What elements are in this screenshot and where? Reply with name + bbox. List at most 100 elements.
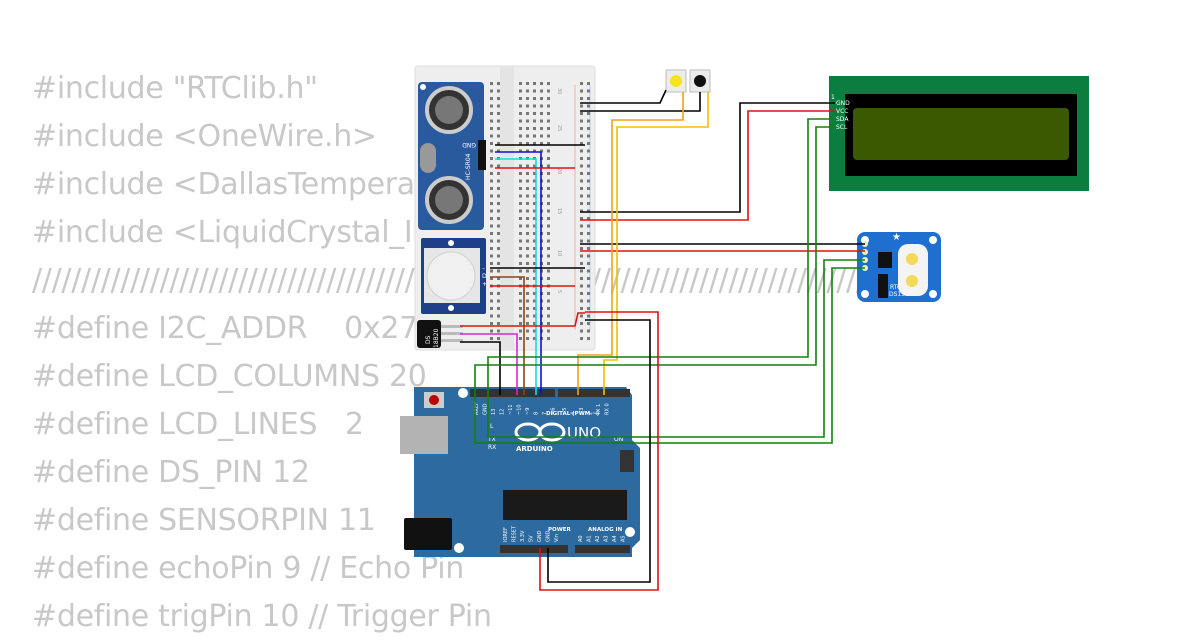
breadboard-hole[interactable] xyxy=(497,134,500,138)
breadboard-hole[interactable] xyxy=(580,307,583,310)
breadboard-hole[interactable] xyxy=(519,314,522,318)
breadboard-hole[interactable] xyxy=(547,269,550,273)
breadboard-hole[interactable] xyxy=(490,307,493,310)
push-button-yellow[interactable] xyxy=(665,69,687,93)
breadboard-hole[interactable] xyxy=(547,104,550,108)
breadboard-hole[interactable] xyxy=(519,269,522,273)
breadboard-hole[interactable] xyxy=(490,164,493,168)
breadboard-hole[interactable] xyxy=(533,307,536,310)
breadboard-hole[interactable] xyxy=(490,97,493,100)
breadboard-hole[interactable] xyxy=(580,217,583,220)
breadboard-hole[interactable] xyxy=(580,239,583,243)
breadboard-hole[interactable] xyxy=(587,269,590,273)
breadboard-hole[interactable] xyxy=(519,119,522,123)
breadboard-hole[interactable] xyxy=(519,247,522,250)
breadboard-hole[interactable] xyxy=(497,307,500,310)
breadboard-hole[interactable] xyxy=(533,127,536,130)
breadboard-hole[interactable] xyxy=(497,142,500,145)
breadboard-hole[interactable] xyxy=(519,224,522,228)
breadboard-hole[interactable] xyxy=(497,127,500,130)
breadboard-hole[interactable] xyxy=(519,292,522,295)
breadboard-hole[interactable] xyxy=(490,149,493,153)
breadboard-hole[interactable] xyxy=(526,202,529,205)
breadboard-hole[interactable] xyxy=(526,172,529,175)
breadboard-hole[interactable] xyxy=(533,209,536,213)
breadboard-hole[interactable] xyxy=(497,254,500,258)
breadboard-hole[interactable] xyxy=(490,172,493,175)
breadboard-hole[interactable] xyxy=(519,202,522,205)
breadboard-hole[interactable] xyxy=(519,209,522,213)
breadboard-hole[interactable] xyxy=(490,232,493,235)
breadboard-hole[interactable] xyxy=(526,262,529,265)
breadboard-hole[interactable] xyxy=(519,142,522,145)
breadboard-hole[interactable] xyxy=(587,172,590,175)
breadboard-hole[interactable] xyxy=(547,97,550,100)
breadboard-hole[interactable] xyxy=(533,224,536,228)
breadboard-hole[interactable] xyxy=(547,314,550,318)
breadboard-hole[interactable] xyxy=(497,172,500,175)
breadboard-hole[interactable] xyxy=(580,142,583,145)
breadboard-hole[interactable] xyxy=(547,134,550,138)
breadboard-hole[interactable] xyxy=(519,194,522,198)
breadboard-hole[interactable] xyxy=(580,194,583,198)
breadboard-hole[interactable] xyxy=(497,337,500,340)
breadboard-hole[interactable] xyxy=(490,277,493,280)
breadboard-hole[interactable] xyxy=(540,127,543,130)
breadboard-hole[interactable] xyxy=(547,149,550,153)
breadboard-hole[interactable] xyxy=(540,142,543,145)
breadboard-hole[interactable] xyxy=(547,157,550,160)
breadboard-hole[interactable] xyxy=(519,164,522,168)
pir-sensor[interactable]: – D + xyxy=(421,238,487,314)
breadboard-hole[interactable] xyxy=(526,179,529,183)
breadboard-hole[interactable] xyxy=(526,337,529,340)
breadboard-hole[interactable] xyxy=(587,209,590,213)
breadboard-hole[interactable] xyxy=(490,127,493,130)
breadboard-hole[interactable] xyxy=(580,314,583,318)
breadboard-hole[interactable] xyxy=(580,299,583,303)
breadboard-hole[interactable] xyxy=(580,89,583,93)
breadboard-hole[interactable] xyxy=(547,187,550,190)
breadboard-hole[interactable] xyxy=(533,149,536,153)
breadboard-hole[interactable] xyxy=(490,187,493,190)
breadboard-hole[interactable] xyxy=(587,262,590,265)
breadboard-hole[interactable] xyxy=(490,247,493,250)
breadboard-hole[interactable] xyxy=(547,179,550,183)
breadboard-hole[interactable] xyxy=(587,187,590,190)
breadboard-hole[interactable] xyxy=(533,97,536,100)
breadboard-hole[interactable] xyxy=(547,209,550,213)
breadboard-hole[interactable] xyxy=(533,217,536,220)
breadboard-hole[interactable] xyxy=(547,247,550,250)
breadboard-hole[interactable] xyxy=(490,134,493,138)
breadboard-hole[interactable] xyxy=(490,209,493,213)
breadboard-hole[interactable] xyxy=(519,262,522,265)
breadboard-hole[interactable] xyxy=(547,224,550,228)
breadboard-hole[interactable] xyxy=(547,142,550,145)
breadboard-hole[interactable] xyxy=(519,89,522,93)
breadboard-hole[interactable] xyxy=(497,82,500,85)
breadboard-hole[interactable] xyxy=(526,329,529,333)
breadboard-hole[interactable] xyxy=(533,134,536,138)
breadboard-hole[interactable] xyxy=(547,89,550,93)
breadboard-hole[interactable] xyxy=(533,172,536,175)
breadboard-hole[interactable] xyxy=(497,179,500,183)
breadboard-hole[interactable] xyxy=(547,277,550,280)
breadboard-hole[interactable] xyxy=(526,82,529,85)
breadboard-hole[interactable] xyxy=(526,187,529,190)
breadboard-hole[interactable] xyxy=(587,127,590,130)
breadboard-hole[interactable] xyxy=(519,277,522,280)
breadboard-hole[interactable] xyxy=(497,232,500,235)
breadboard-hole[interactable] xyxy=(526,224,529,228)
breadboard-hole[interactable] xyxy=(490,119,493,123)
breadboard-hole[interactable] xyxy=(519,232,522,235)
breadboard-hole[interactable] xyxy=(519,322,522,325)
breadboard-hole[interactable] xyxy=(540,149,543,153)
breadboard-hole[interactable] xyxy=(580,269,583,273)
breadboard-hole[interactable] xyxy=(580,119,583,123)
breadboard-hole[interactable] xyxy=(519,134,522,138)
breadboard-hole[interactable] xyxy=(490,142,493,145)
breadboard-hole[interactable] xyxy=(490,194,493,198)
breadboard-hole[interactable] xyxy=(526,104,529,108)
breadboard-hole[interactable] xyxy=(580,337,583,340)
breadboard-hole[interactable] xyxy=(533,112,536,115)
breadboard-hole[interactable] xyxy=(497,269,500,273)
